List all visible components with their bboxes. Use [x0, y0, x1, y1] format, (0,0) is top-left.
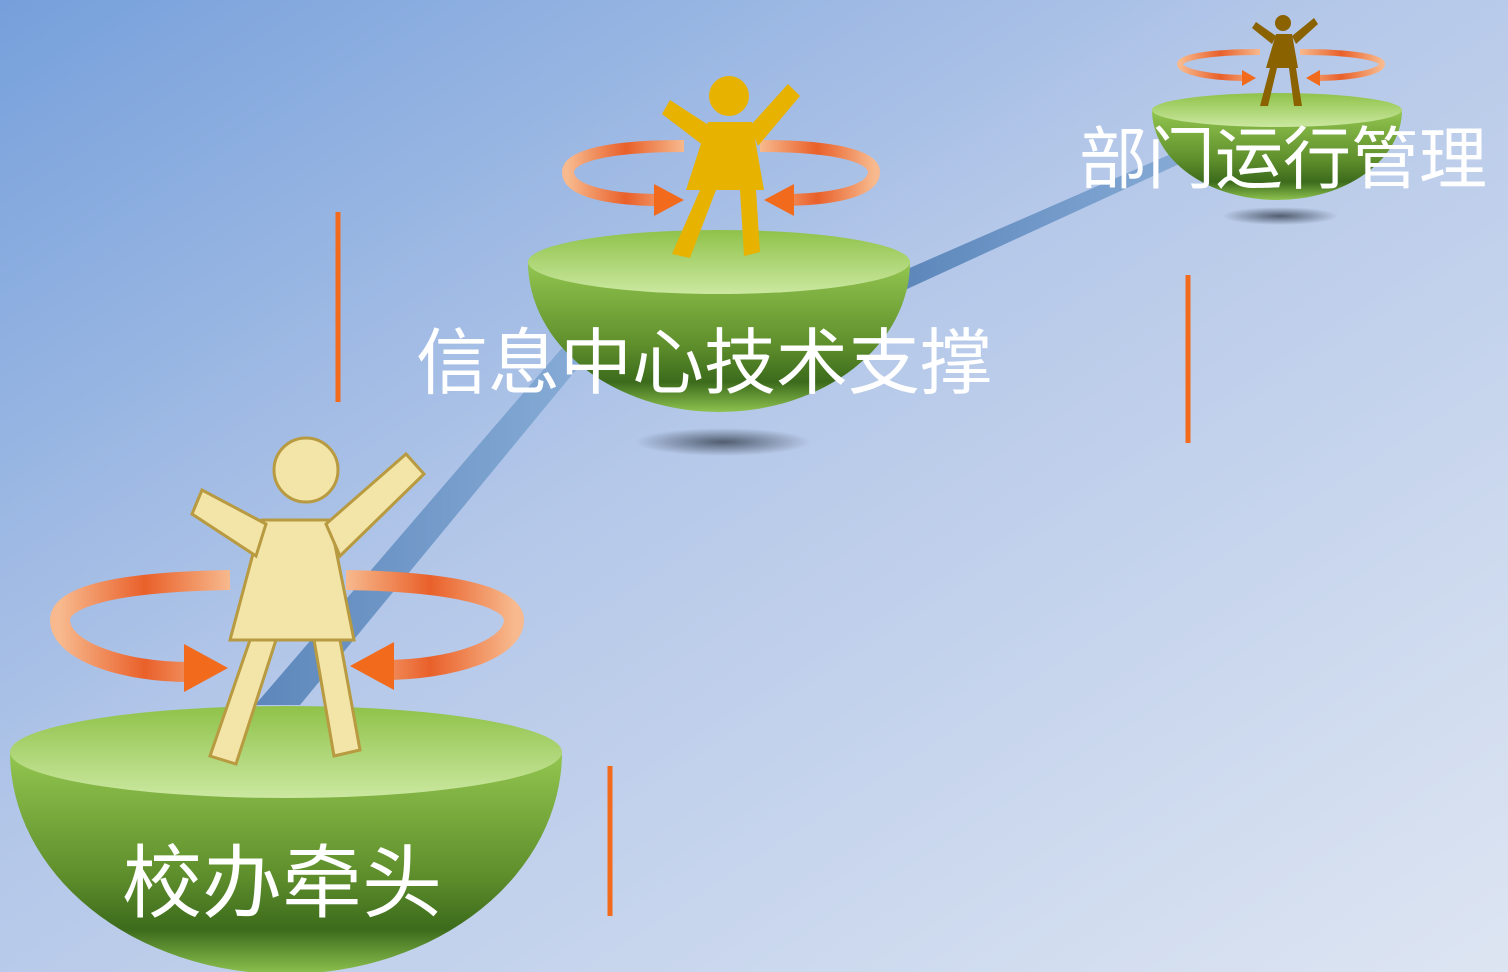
stage-3-person-icon: [1252, 15, 1318, 106]
stage-2-shadow: [635, 428, 811, 456]
stage-1-ring-back-right: [345, 570, 525, 680]
stage-2-ring-back-left: [561, 140, 685, 206]
stage-1-label: 校办牵头: [122, 837, 442, 930]
connector-stage-2-to-3: [905, 150, 1188, 290]
stage-2-arrow-left: [654, 184, 684, 216]
stage-3-arrow-right: [1306, 70, 1320, 86]
stage-1: 校办牵头: [10, 436, 562, 972]
stage-2-person-icon: [662, 76, 800, 258]
stage-2-label: 信息中心技术支撑: [416, 321, 992, 405]
stage-1-person-icon: [190, 436, 427, 766]
stage-3-ring-back-right: [1299, 49, 1386, 81]
stage-1-arrow-left: [184, 644, 228, 692]
stage-2: 信息中心技术支撑: [416, 76, 992, 456]
stage-2-bowl: [528, 262, 910, 412]
stage-2-bowl-top: [528, 230, 910, 294]
stage-3-label: 部门运行管理: [1079, 121, 1487, 200]
stage-3-bowl: [1152, 110, 1402, 200]
stage-3-shadow: [1222, 207, 1338, 225]
stage-1-arrow-right: [350, 642, 394, 690]
stage-2-arrow-right: [764, 184, 794, 216]
stage-1-bowl-top: [10, 706, 562, 798]
stage-1-ring-back-left: [49, 570, 231, 682]
stage-2-ring-back-right: [759, 140, 881, 206]
stage-3-arrow-left: [1242, 70, 1256, 86]
stage-3-ring-back-left: [1176, 49, 1261, 81]
stage-3-bowl-top: [1152, 93, 1402, 127]
stage-3: 部门运行管理: [1079, 15, 1487, 225]
stage-1-bowl: [10, 752, 562, 972]
